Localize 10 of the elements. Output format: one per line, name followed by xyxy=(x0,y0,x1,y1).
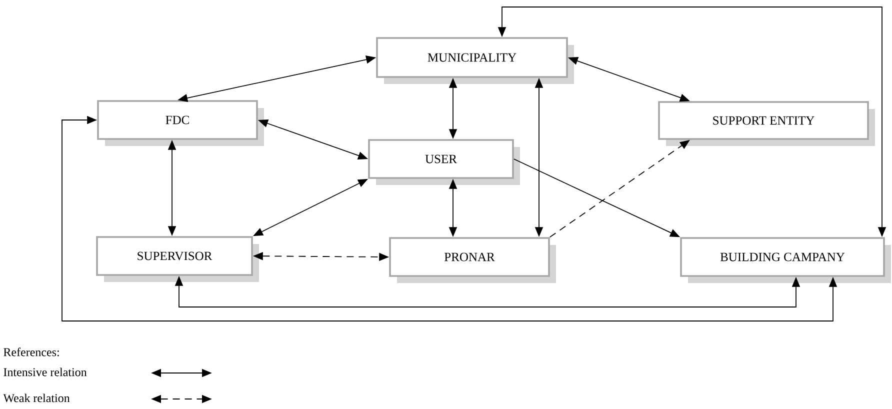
entity-box: PRONAR xyxy=(389,237,556,283)
entity-box: MUNICIPALITY xyxy=(376,37,574,84)
entity-box: FDC xyxy=(97,100,264,146)
entity-box: BUILDING CAMPANY xyxy=(680,237,891,283)
legend-heading: References: xyxy=(4,348,59,356)
entity-box: USER xyxy=(368,139,520,185)
entity-box: SUPERVISOR xyxy=(96,236,259,282)
legend-text: Intensive relation xyxy=(4,368,87,376)
legend-text: Weak relation xyxy=(3,394,70,402)
entity-box: SUPPORT ENTITY xyxy=(658,101,875,146)
